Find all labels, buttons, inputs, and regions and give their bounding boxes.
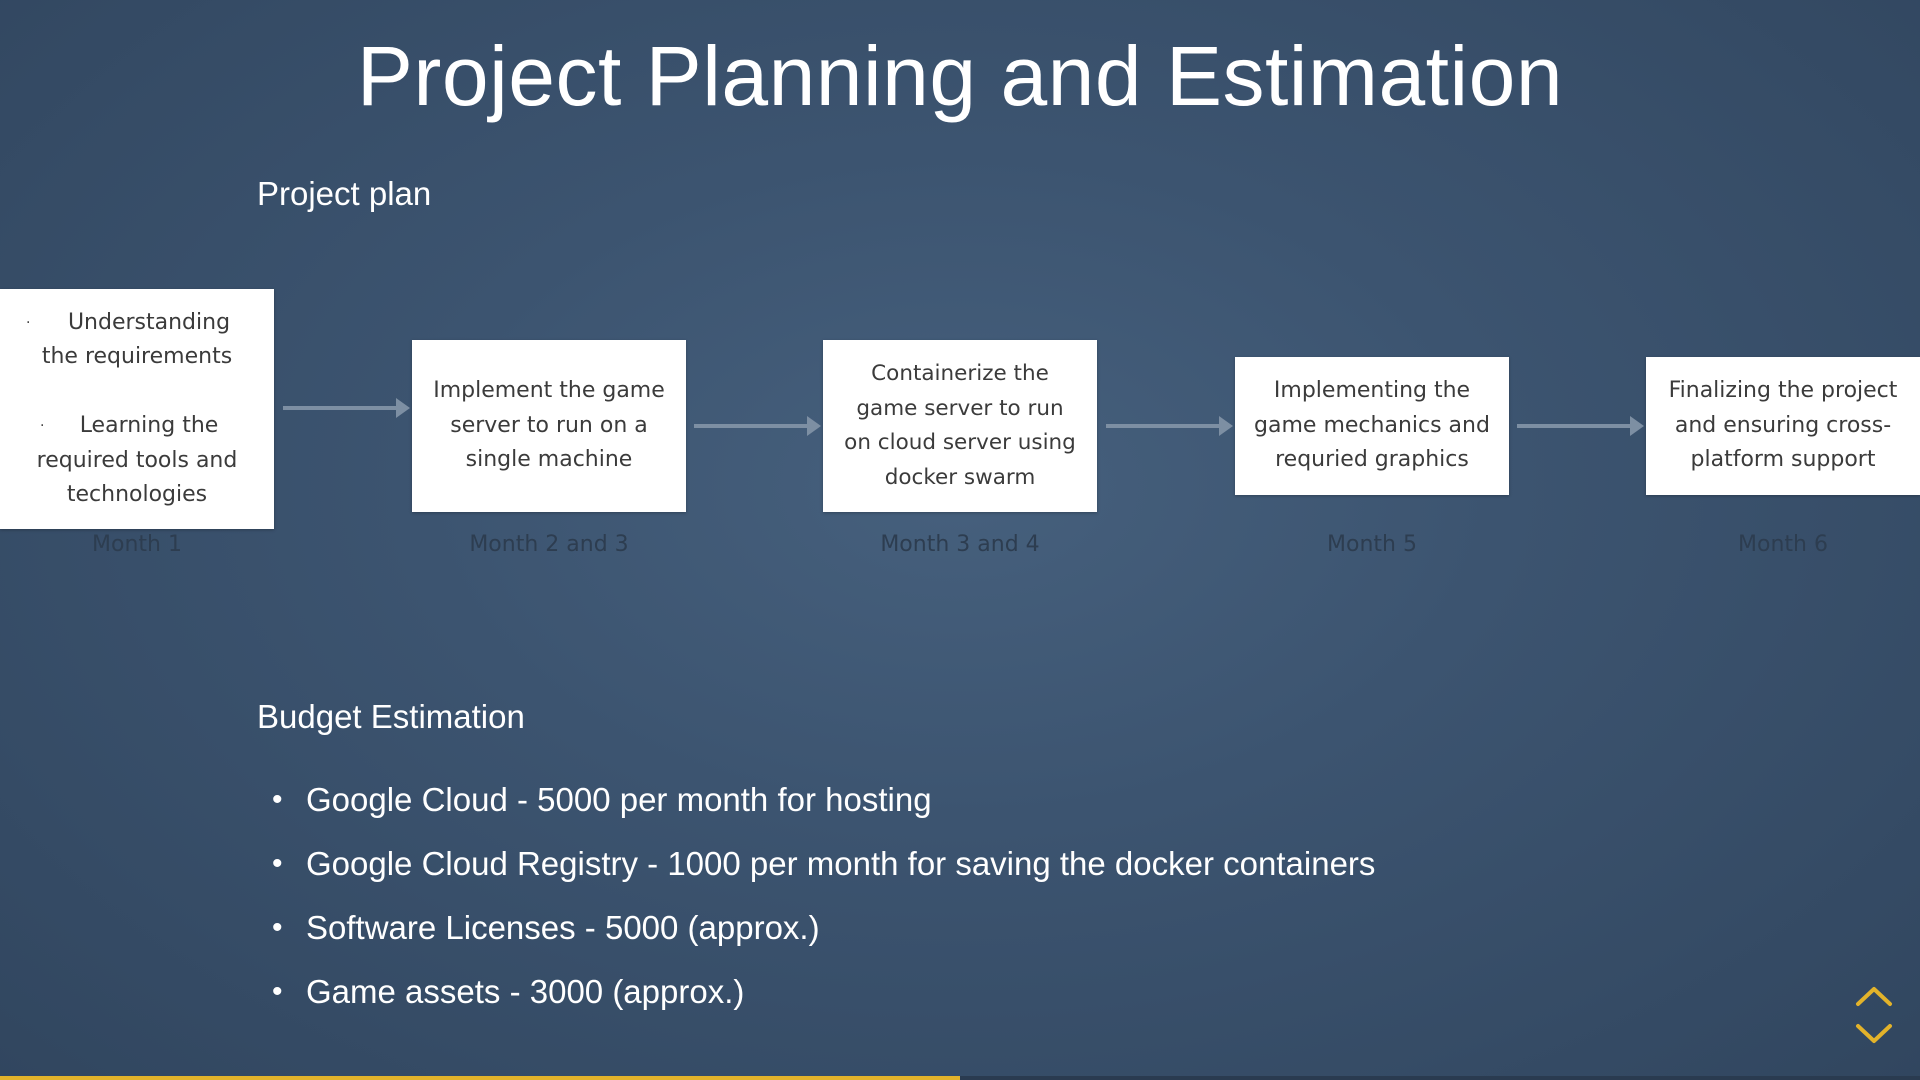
- stage-box-month-1: · Understanding the requirements · Learn…: [0, 289, 274, 529]
- stage-caption-month-2-3: Month 2 and 3: [469, 532, 629, 557]
- stage-caption-month-3-4: Month 3 and 4: [880, 532, 1040, 557]
- stage-caption-month-6: Month 6: [1738, 532, 1828, 557]
- slide-progress-bar: [0, 1076, 1920, 1080]
- budget-item: • Google Cloud Registry - 1000 per month…: [272, 839, 1375, 903]
- bullet-dot-icon: ·: [26, 314, 31, 331]
- budget-item-text: Google Cloud - 5000 per month for hostin…: [306, 781, 932, 818]
- chevron-up-icon: [1856, 987, 1892, 1006]
- stage-5-line-1: Finalizing the project: [1668, 378, 1898, 404]
- stage-4-line-2: game mechanics and: [1254, 412, 1490, 438]
- stage-2-line-3: single machine: [465, 447, 633, 473]
- budget-estimation-heading: Budget Estimation: [257, 698, 525, 735]
- bullet-icon: •: [272, 911, 283, 944]
- stage-3-line-3: on cloud server using: [844, 430, 1076, 455]
- previous-slide-button[interactable]: [1854, 982, 1894, 1010]
- stage-5-line-2: and ensuring cross-: [1674, 412, 1892, 438]
- bullet-icon: •: [272, 783, 283, 816]
- budget-item: • Game assets - 3000 (approx.): [272, 967, 1375, 1031]
- budget-item: • Software Licenses - 5000 (approx.): [272, 903, 1375, 967]
- stage-1-spacer: [12, 375, 262, 410]
- budget-item-text: Game assets - 3000 (approx.): [306, 973, 745, 1010]
- stage-3-line-4: docker swarm: [884, 464, 1036, 490]
- stage-3-line-2: game server to run: [856, 395, 1064, 421]
- stage-1-line-6: technologies: [66, 482, 208, 507]
- bullet-icon: •: [272, 975, 283, 1008]
- slide-title: Project Planning and Estimation: [356, 29, 1564, 123]
- stage-2-line-2: server to run on a: [450, 412, 648, 438]
- project-plan-heading: Project plan: [257, 175, 432, 212]
- stage-box-month-6: Finalizing the project and ensuring cros…: [1646, 357, 1920, 495]
- stage-1-line-1: · Understanding: [12, 306, 262, 341]
- bullet-icon: •: [272, 847, 283, 880]
- budget-item-text: Google Cloud Registry - 1000 per month f…: [306, 845, 1376, 882]
- timeline-arrow-icon: [1106, 416, 1233, 436]
- stage-caption-month-5: Month 5: [1327, 532, 1417, 557]
- stage-5-line-3: platform support: [1690, 447, 1876, 473]
- timeline-arrow-icon: [283, 398, 410, 418]
- budget-list: • Google Cloud - 5000 per month for host…: [272, 775, 1375, 1031]
- budget-item: • Google Cloud - 5000 per month for host…: [272, 775, 1375, 839]
- slide-progress-fill: [0, 1076, 960, 1080]
- stage-box-month-2-3: Implement the game server to run on a si…: [412, 340, 686, 512]
- stage-2-line-1: Implement the game: [433, 378, 665, 404]
- timeline-arrow-icon: [694, 416, 821, 436]
- stage-caption-month-1: Month 1: [92, 532, 182, 557]
- stage-3-line-1: Containerize the: [871, 361, 1049, 386]
- stage-1-line-2: the requirements: [41, 344, 233, 369]
- bullet-dot-icon: ·: [40, 418, 45, 434]
- next-slide-button[interactable]: [1854, 1020, 1894, 1048]
- stage-box-month-5: Implementing the game mechanics and requ…: [1235, 357, 1509, 495]
- stage-1-line-5: required tools and: [36, 447, 238, 473]
- budget-item-text: Software Licenses - 5000 (approx.): [306, 909, 820, 946]
- stage-box-month-3-4: Containerize the game server to run on c…: [823, 340, 1097, 512]
- stage-4-line-3: requried graphics: [1275, 447, 1469, 473]
- chevron-down-icon: [1856, 1024, 1892, 1043]
- stage-1-line-4: · Learning the: [12, 409, 262, 444]
- timeline-arrow-icon: [1517, 416, 1644, 436]
- stage-4-line-1: Implementing the: [1273, 378, 1471, 404]
